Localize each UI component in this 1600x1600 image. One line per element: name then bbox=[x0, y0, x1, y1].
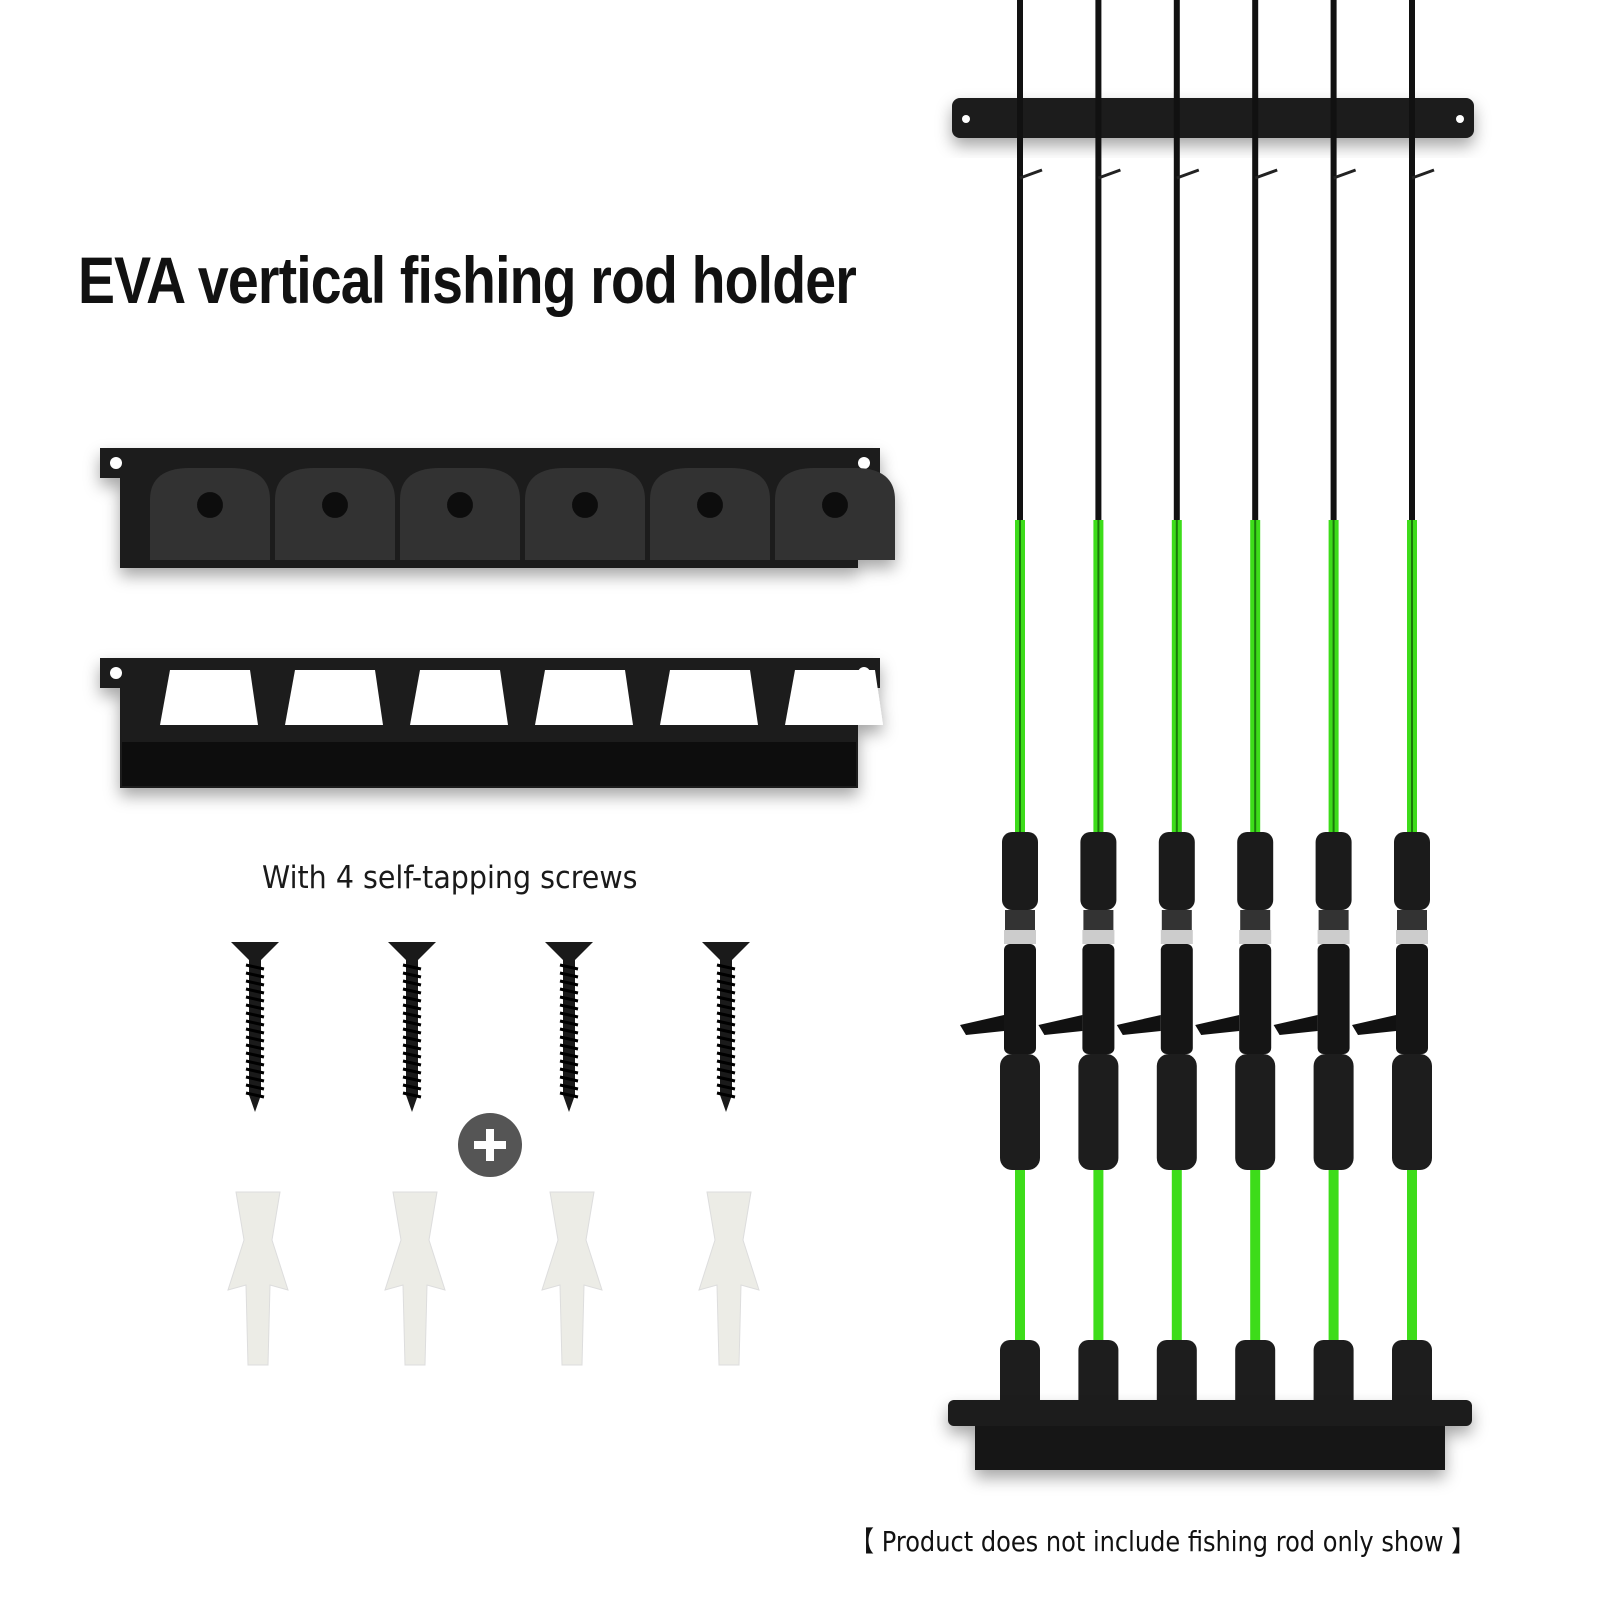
wall-anchor bbox=[227, 1191, 289, 1366]
screw bbox=[388, 942, 436, 1112]
base-slot bbox=[785, 670, 883, 725]
base-slot bbox=[160, 670, 258, 725]
bottom-rack bbox=[948, 1400, 1472, 1470]
fishing-rod bbox=[1352, 0, 1435, 1410]
screws-label: With 4 self-tapping screws bbox=[262, 860, 638, 896]
screw bbox=[702, 942, 750, 1112]
disclaimer-note: 【 Product does not include fishing rod o… bbox=[850, 1525, 1476, 1558]
screw bbox=[231, 942, 279, 1112]
wall-anchor bbox=[384, 1191, 446, 1366]
fishing-rod bbox=[1038, 0, 1121, 1410]
base-slot bbox=[660, 670, 758, 725]
fishing-rod bbox=[960, 0, 1043, 1410]
fishing-rod bbox=[1195, 0, 1278, 1410]
foam-bracket bbox=[100, 448, 895, 568]
plus-badge bbox=[458, 1113, 522, 1177]
top-rack bbox=[952, 98, 1474, 138]
base-slot bbox=[535, 670, 633, 725]
wall-anchor bbox=[541, 1191, 603, 1366]
base-slot bbox=[410, 670, 508, 725]
wall-anchor bbox=[698, 1191, 760, 1366]
base-bracket bbox=[100, 658, 883, 788]
fishing-rod bbox=[1273, 0, 1357, 1410]
fishing-rod bbox=[1116, 0, 1200, 1410]
screw bbox=[545, 942, 593, 1112]
page-title: EVA vertical fishing rod holder bbox=[78, 243, 857, 317]
base-slot bbox=[285, 670, 383, 725]
